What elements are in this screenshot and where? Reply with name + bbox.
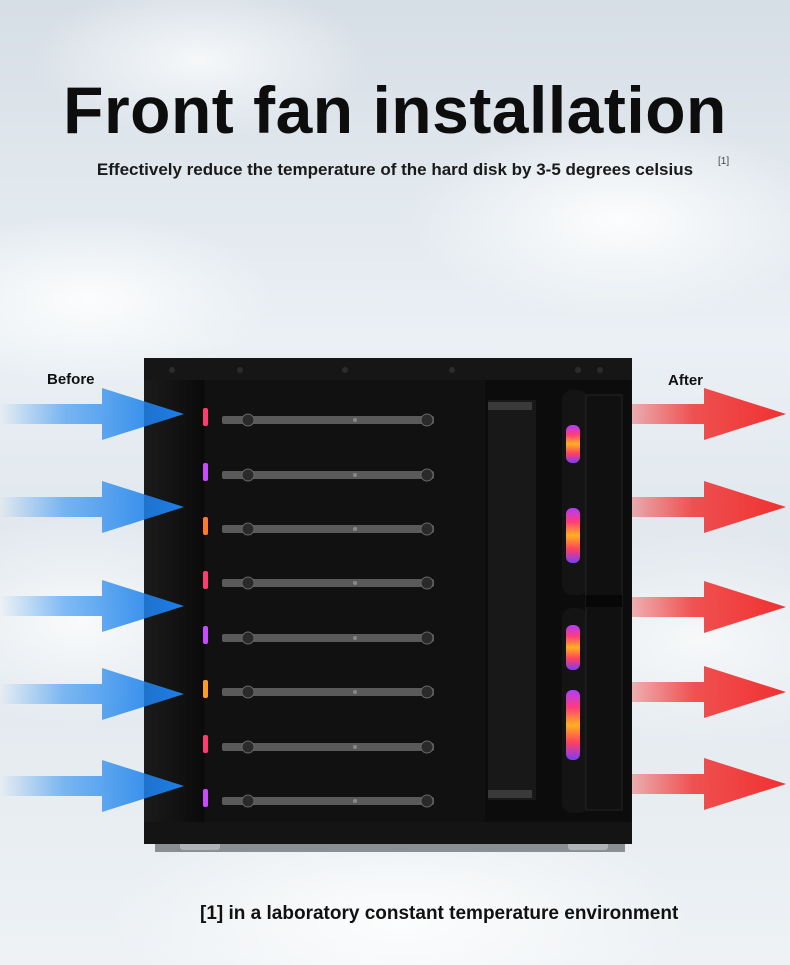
blue-intake-arrow: [0, 388, 184, 812]
case-bottom-panel: [144, 822, 632, 844]
before-label: Before: [47, 371, 95, 388]
rgb-fan-icon: [562, 390, 623, 813]
footnote-marker: [1]: [718, 156, 730, 167]
page-subtitle: Effectively reduce the temperature of th…: [96, 160, 694, 179]
page-title: Front fan installation: [63, 73, 727, 147]
hard-drive-tray-icon: [203, 408, 434, 808]
inner-panel: [488, 400, 536, 800]
footnote-text: [1] in a laboratory constant temperature…: [200, 903, 679, 924]
drive-bay-area: [205, 380, 485, 822]
inner-rail: [488, 790, 532, 798]
red-exhaust-arrow: [632, 388, 786, 810]
after-label: After: [668, 372, 704, 389]
case-top-panel: [144, 358, 632, 380]
inner-rail: [488, 402, 532, 410]
